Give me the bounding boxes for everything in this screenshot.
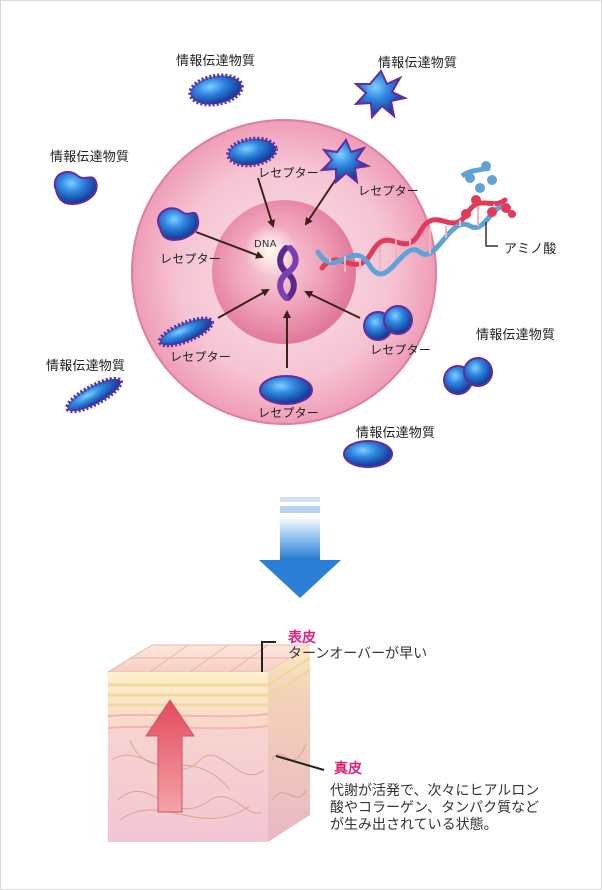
turnover-up-arrow-icon xyxy=(145,699,195,813)
transmitter-bean-icon xyxy=(53,171,98,206)
receptor-arrow-top-right xyxy=(304,175,339,226)
bound-oval-icon xyxy=(259,375,313,405)
amino-acid-pointer xyxy=(485,222,498,247)
receptor-label: レセプター xyxy=(160,252,222,266)
epidermis-desc: ターンオーバーが早い xyxy=(288,646,428,662)
transmitter-label: 情報伝達物質 xyxy=(476,328,556,343)
receptor-label: レセプター xyxy=(370,343,432,357)
bound-bean-icon xyxy=(157,207,200,242)
transmitter-label: 情報伝達物質 xyxy=(378,56,458,71)
receptor-label: レセプター xyxy=(358,184,420,198)
dermis-title: 真皮 xyxy=(334,761,362,777)
amino-acid-label: アミノ酸 xyxy=(504,242,557,257)
chromosome-icon xyxy=(277,245,299,301)
skin-cross-section xyxy=(106,644,312,842)
receptor-label: レセプター xyxy=(170,350,232,364)
receptor-label: レセプター xyxy=(258,406,320,420)
transmitter-molecule-icon-2 xyxy=(65,376,123,414)
transmitter-star-icon xyxy=(353,69,409,120)
bound-molecule-icon xyxy=(226,136,278,168)
dna-helix-icon xyxy=(315,161,516,277)
dna-label: DNA xyxy=(254,239,277,250)
dermis-desc-line: が生み出されている状態。 xyxy=(330,817,498,833)
dermis-leader-line xyxy=(275,755,325,771)
receptor-arrow-bottom-left xyxy=(217,289,270,319)
epidermis-title: 表皮 xyxy=(288,630,316,646)
down-arrow-icon xyxy=(259,497,341,598)
transmitter-label: 情報伝達物質 xyxy=(50,150,130,165)
transmitter-double-icon xyxy=(443,357,493,395)
transmitter-label: 情報伝達物質 xyxy=(46,359,126,374)
transmitter-oval-icon xyxy=(343,440,393,468)
receptor-label: レセプター xyxy=(258,166,320,180)
receptor-arrow-top xyxy=(257,177,276,228)
bound-double-icon xyxy=(363,305,413,341)
dermis-desc-line: 酸やコラーゲン、タンパク質など xyxy=(330,800,540,816)
receptor-arrow-bottom-right xyxy=(304,290,361,319)
dermis-desc-line: 代謝が活発で、次々にヒアルロン xyxy=(330,783,540,799)
transmitter-molecule-icon xyxy=(188,73,244,107)
receptor-arrow-left xyxy=(195,231,264,259)
bound-star-icon xyxy=(319,138,372,185)
epidermis-leader-line xyxy=(261,641,276,672)
bound-molecule-icon-2 xyxy=(157,316,215,348)
transmitter-label: 情報伝達物質 xyxy=(176,54,256,69)
transmitter-label: 情報伝達物質 xyxy=(356,426,436,441)
